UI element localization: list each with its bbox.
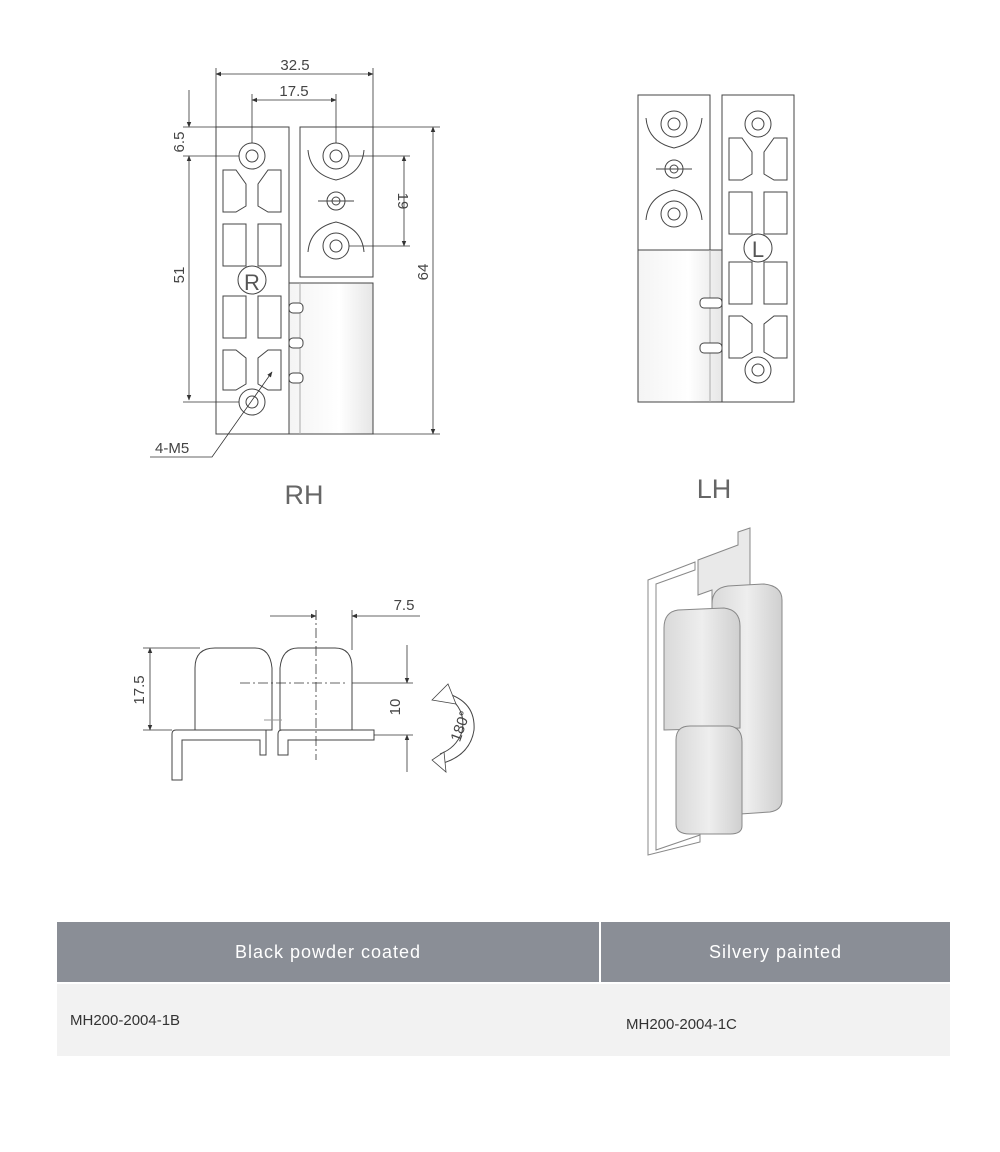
finish-table: Black powder coated Silvery painted MH20… (57, 922, 950, 1056)
lh-letter: L (752, 237, 764, 262)
lh-label: LH (696, 474, 732, 504)
cell-part-black: MH200-2004-1B (57, 982, 600, 1056)
technical-drawing: R 32.5 17.5 6.5 51 19 64 4-M5 (131, 57, 795, 856)
dim-top-offset: 6.5 (171, 132, 188, 153)
lh-front-view (637, 94, 795, 403)
table-row: MH200-2004-1B MH200-2004-1C (57, 982, 950, 1056)
dim-overall-width: 32.5 (280, 57, 309, 74)
dim-side-offset: 7.5 (394, 597, 415, 614)
dim-vertical-pitch: 51 (171, 267, 188, 284)
dim-side-height: 17.5 (131, 675, 148, 704)
cell-part-silver: MH200-2004-1C (600, 982, 950, 1056)
rh-letter: R (244, 270, 260, 295)
header-silvery: Silvery painted (600, 922, 950, 983)
rh-label: RH (284, 480, 324, 510)
dim-side-inner: 10 (387, 699, 404, 716)
rh-dimensions (150, 68, 440, 458)
isometric-view (647, 527, 783, 856)
side-view (171, 647, 375, 781)
dim-rotation: 180° (447, 709, 474, 744)
dim-leaf-pitch: 19 (394, 193, 411, 210)
table-header-row: Black powder coated Silvery painted (57, 922, 950, 983)
dim-hole-spacing: 17.5 (279, 83, 308, 100)
side-dimensions (143, 610, 475, 773)
dim-overall-height: 64 (415, 264, 432, 281)
rh-front-view (215, 126, 374, 435)
dim-holes: 4-M5 (155, 440, 189, 457)
header-black-powder: Black powder coated (57, 922, 601, 983)
